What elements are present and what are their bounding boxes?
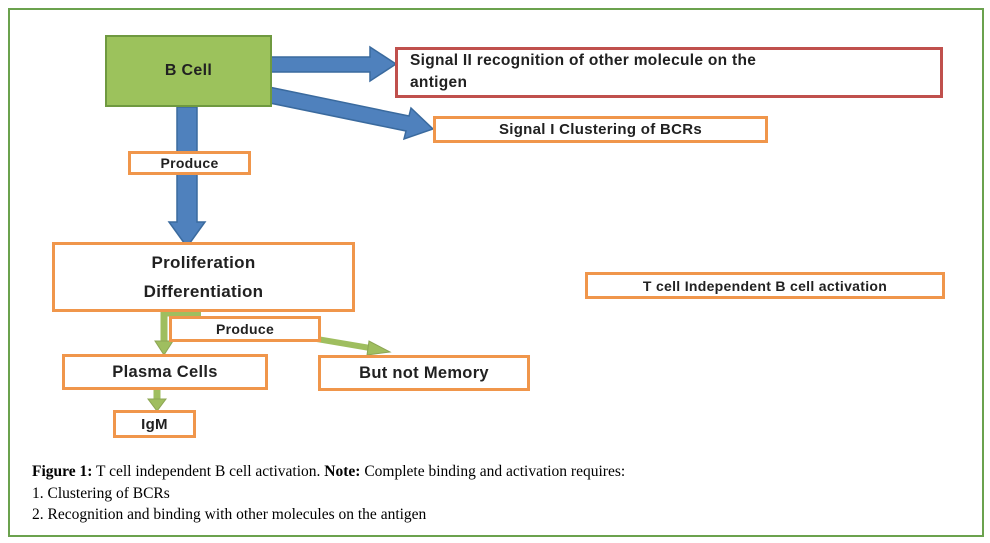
node-proliferation-differentiation: Proliferation Differentiation [52,242,355,312]
figure-caption: Figure 1: T cell independent B cell acti… [32,461,752,526]
node-igm: IgM [113,410,196,438]
caption-note-text: Complete binding and activation requires… [360,463,626,480]
node-igm-label: IgM [141,415,168,433]
node-plasma-cells: Plasma Cells [62,354,268,390]
caption-figure-text: T cell independent B cell activation. [92,463,325,480]
node-proliferation-line1: Proliferation [151,252,256,272]
caption-line-1: Figure 1: T cell independent B cell acti… [32,461,752,483]
node-signal-ii-line1: Signal II recognition of other molecule … [410,52,757,69]
caption-note-label: Note: [324,463,361,480]
caption-figure-label: Figure 1: [32,463,93,480]
node-produce-lower: Produce [169,316,321,342]
node-signal-ii-line2: antigen [410,74,468,91]
node-signal-i: Signal I Clustering of BCRs [433,116,768,143]
node-but-not-memory-label: But not Memory [359,363,489,382]
node-t-cell-independent: T cell Independent B cell activation [585,272,945,299]
node-produce-lower-label: Produce [215,321,275,337]
node-t-cell-independent-label: T cell Independent B cell activation [642,277,888,294]
node-b-cell-label: B Cell [164,62,213,79]
node-but-not-memory: But not Memory [318,355,530,391]
node-proliferation-line2: Differentiation [143,281,264,301]
node-plasma-cells-label: Plasma Cells [112,362,218,381]
node-signal-i-label: Signal I Clustering of BCRs [498,121,703,138]
node-produce-upper-label: Produce [160,155,219,171]
node-produce-upper: Produce [128,151,251,175]
caption-item-2: 2. Recognition and binding with other mo… [32,506,427,523]
caption-item-1: 1. Clustering of BCRs [32,484,170,502]
node-b-cell: B Cell [105,35,272,107]
node-signal-ii: Signal II recognition of other molecule … [395,47,943,98]
